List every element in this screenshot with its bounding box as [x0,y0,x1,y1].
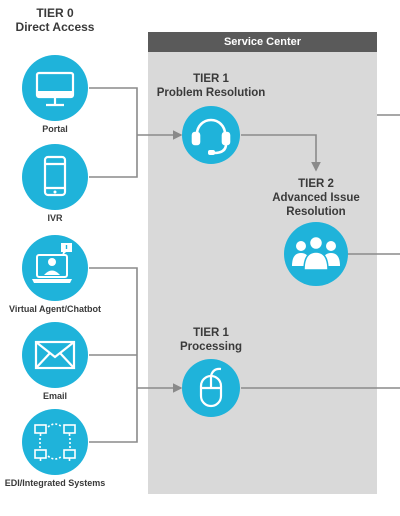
envelope-icon [34,340,76,370]
tier0-line1: TIER 0 [36,6,74,20]
tier0-title: TIER 0 Direct Access [5,6,105,34]
email-node [22,322,88,388]
tier2-advanced-title: TIER 2 Advanced Issue Resolution [256,177,376,219]
connector-tier1-to-tier2 [241,134,321,172]
tier2-line2: Advanced Issue [272,192,360,204]
virtual-agent-label: Virtual Agent/Chatbot [9,304,101,314]
ivr-label: IVR [47,213,63,223]
email-label: Email [42,391,67,401]
mobile-phone-icon [43,155,67,197]
virtual-agent-icon [32,243,72,283]
edi-node [22,409,88,475]
service-center-header [148,32,377,52]
tier1-processing-line1: TIER 1 [193,327,229,339]
tier2-advanced-node [284,222,348,286]
headset-icon [191,118,231,155]
service-center-title: Service Center [223,36,302,48]
portal-label: Portal [42,124,68,134]
tier2-line3: Resolution [286,206,346,218]
network-systems-icon [34,423,76,461]
connector-edi [89,388,138,443]
tier1-problem-line1: TIER 1 [193,73,229,85]
portal-node [22,55,88,121]
mouse-icon [199,367,223,408]
ivr-node [22,144,88,210]
tier1-problem-title: TIER 1 Problem Resolution [150,72,272,100]
tier1-processing-line2: Processing [180,341,242,353]
connector-ivr [89,135,138,178]
connector-portal [89,87,138,135]
connectors [89,87,400,443]
edi-label: EDI/Integrated Systems [4,478,106,488]
tier1-processing-node [182,359,240,417]
virtual-agent-node [22,235,88,301]
connector-chatbot [89,267,138,388]
tier2-line1: TIER 2 [298,178,334,190]
tier0-line2: Direct Access [15,20,95,34]
tier1-processing-title: TIER 1 Processing [150,326,272,354]
people-group-icon [292,235,340,271]
tier1-problem-node [182,106,240,164]
tier1-problem-line2: Problem Resolution [156,87,266,99]
